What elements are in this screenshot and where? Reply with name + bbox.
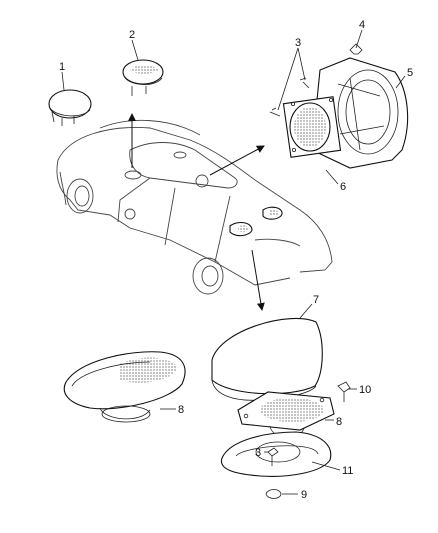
rear-speaker-part-8-right — [237, 391, 335, 438]
callout-5: 5 — [407, 67, 413, 79]
tweeter-grille-part-2 — [122, 59, 164, 96]
callout-9: 9 — [301, 489, 307, 501]
callout-11: 11 — [342, 465, 353, 477]
callout-3-lower: 3 — [255, 447, 261, 459]
speaker-bracket-part-11 — [220, 431, 332, 477]
callout-3-upper: 3 — [295, 37, 301, 49]
screw-part-3-lower — [267, 447, 279, 466]
callout-7: 7 — [313, 294, 319, 306]
rear-speaker-grille-part-7 — [211, 318, 323, 401]
arrow-to-rear-speaker — [251, 249, 265, 311]
leader-lines — [61, 29, 406, 495]
callout-10: 10 — [359, 384, 371, 396]
callout-4: 4 — [359, 19, 365, 31]
clip-part-9 — [265, 489, 282, 499]
arrow-to-door-speaker — [209, 145, 265, 176]
callout-1: 1 — [59, 61, 65, 73]
door-speaker-assembly — [269, 43, 409, 169]
rear-speaker-part-8-left — [63, 351, 186, 423]
callout-2: 2 — [129, 29, 135, 41]
callout-6: 6 — [340, 181, 346, 193]
vehicle-outline — [56, 119, 333, 295]
screw-part-10 — [337, 381, 351, 402]
callout-8-right: 8 — [336, 416, 342, 428]
callout-8-left: 8 — [178, 404, 184, 416]
tweeter-grille-part-1 — [48, 89, 92, 126]
